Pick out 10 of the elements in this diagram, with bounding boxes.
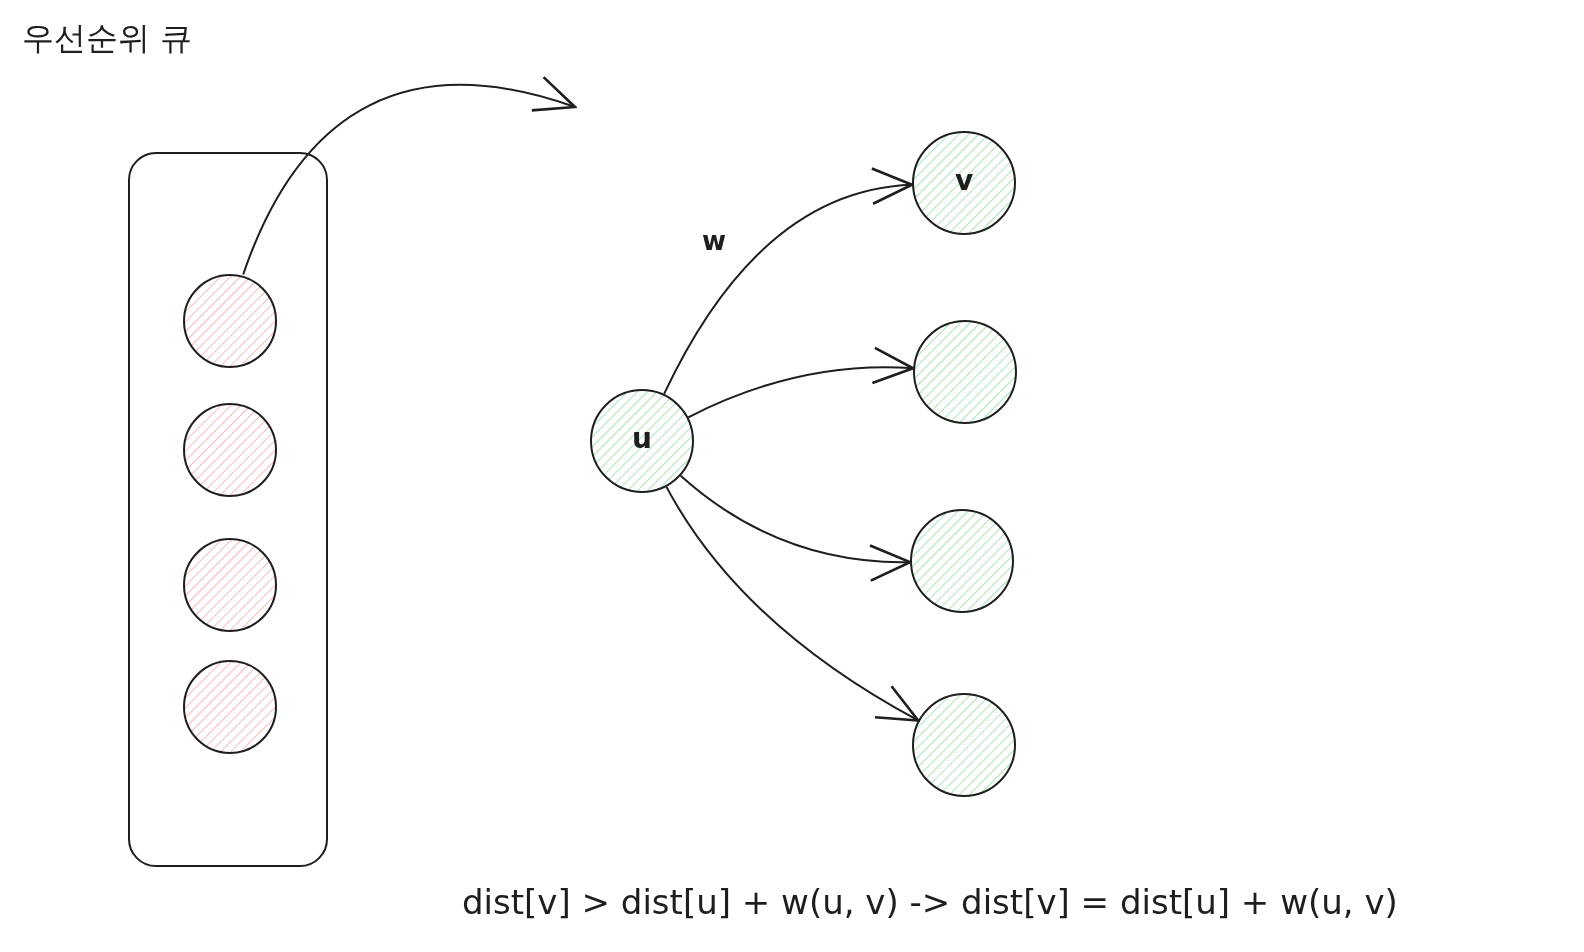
formula-text: dist[v] > dist[u] + w(u, v) -> dist[v] = dist[u] + w(u, v) (462, 885, 1398, 919)
title: 우선순위 큐 (22, 22, 193, 54)
arrow (687, 347, 915, 419)
arrow (242, 77, 577, 276)
arrow (679, 474, 912, 581)
queue-box (128, 152, 328, 867)
arrow (663, 169, 914, 395)
arrow (665, 485, 920, 722)
node-label: v (955, 167, 974, 195)
node-label: u (632, 425, 652, 453)
